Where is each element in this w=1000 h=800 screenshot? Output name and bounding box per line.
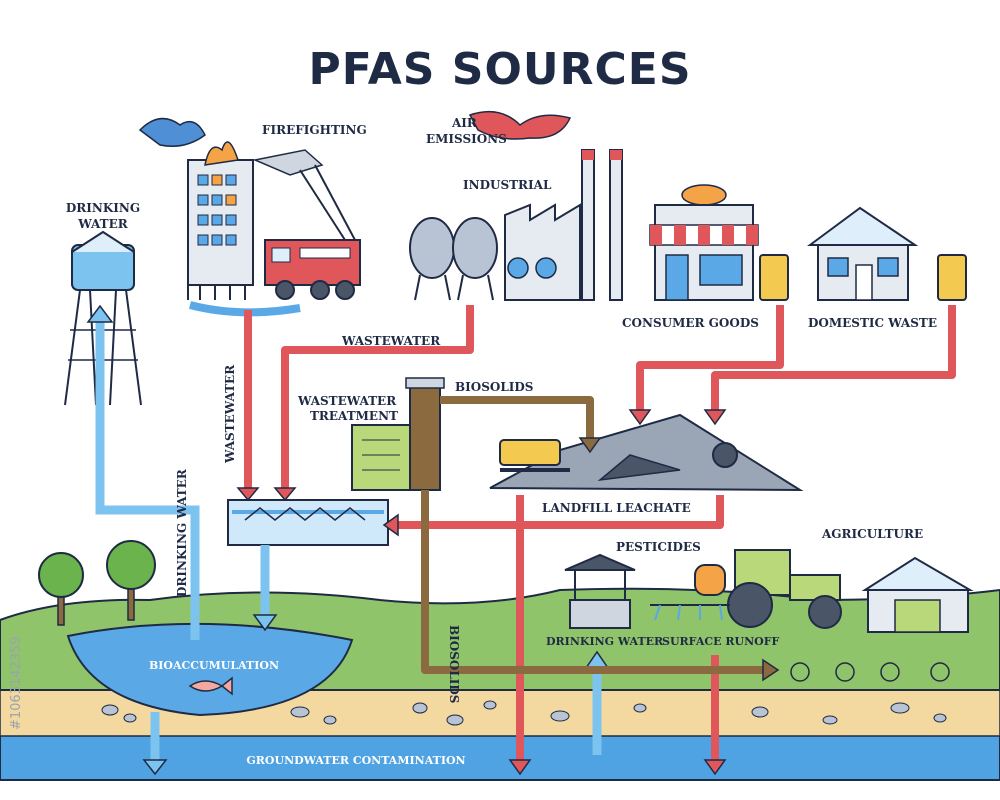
label-groundwater-contamination: GROUNDWATER CONTAMINATION (246, 754, 465, 767)
label-bioaccumulation: BIOACCUMULATION (149, 659, 279, 672)
arrow-biosolids-landfill (440, 396, 594, 440)
industrial-plant (409, 110, 623, 301)
label-wastewater-treatment-2: TREATMENT (310, 409, 398, 423)
arrow-leachate-treatment (395, 495, 724, 529)
consumer-goods-shop (649, 184, 789, 301)
barn (861, 556, 974, 633)
label-biosolids-vertical: BIOSOLIDS (447, 625, 461, 703)
arrow-biosolids-field (421, 490, 765, 674)
groundwater-layer (0, 734, 1000, 781)
stock-id: #1063142359 (9, 636, 24, 730)
blue-arrowheads (86, 304, 610, 776)
label-drinking-water-vertical: DRINKING WATER (175, 468, 189, 597)
domestic-house (806, 206, 967, 301)
label-surface-runoff: SURFACE RUNOFF (662, 635, 780, 648)
label-air-emissions-1: AIR (451, 116, 478, 130)
brown-arrows (421, 396, 765, 674)
firefighting-scene (138, 117, 361, 317)
drinking-well (564, 553, 636, 629)
trees (38, 540, 156, 626)
label-wastewater-horizontal: WASTEWATER (341, 334, 441, 348)
label-wastewater-treatment-1: WASTEWATER (297, 394, 397, 408)
page-title: PFAS SOURCES (308, 44, 691, 95)
label-firefighting: FIREFIGHTING (262, 123, 367, 137)
label-air-emissions-2: EMISSIONS (426, 132, 507, 146)
tractor (650, 549, 842, 629)
fish (188, 676, 233, 696)
arrow-industrial-wastewater (281, 305, 474, 490)
landfill (489, 413, 804, 492)
water-tower (64, 230, 142, 406)
arrow-lake-tower (95, 320, 200, 640)
crops (790, 662, 950, 682)
label-drinking-water-well: DRINKING WATER (546, 635, 664, 648)
label-pesticides: PESTICIDES (616, 540, 701, 554)
blue-arrows (95, 320, 602, 762)
arrow-domestic-landfill (711, 305, 956, 412)
pebbles (101, 700, 947, 726)
label-biosolids-top: BIOSOLIDS (455, 380, 533, 394)
brown-arrowheads (578, 437, 780, 682)
ground (0, 587, 1000, 781)
red-arrowheads (236, 409, 727, 776)
label-landfill-leachate: LANDFILL LEACHATE (542, 501, 691, 515)
label-consumer-goods: CONSUMER GOODS (622, 316, 759, 330)
label-agriculture: AGRICULTURE (821, 527, 923, 541)
arrow-consumer-landfill (636, 305, 784, 412)
label-industrial: INDUSTRIAL (463, 178, 552, 192)
label-domestic-waste: DOMESTIC WASTE (808, 316, 937, 330)
lake (66, 622, 354, 717)
wastewater-treatment-plant (227, 377, 445, 546)
label-drinking-water-top-1: DRINKING (66, 201, 140, 215)
label-wastewater-vertical: WASTEWATER (223, 364, 237, 464)
label-drinking-water-top-2: WATER (77, 217, 128, 231)
